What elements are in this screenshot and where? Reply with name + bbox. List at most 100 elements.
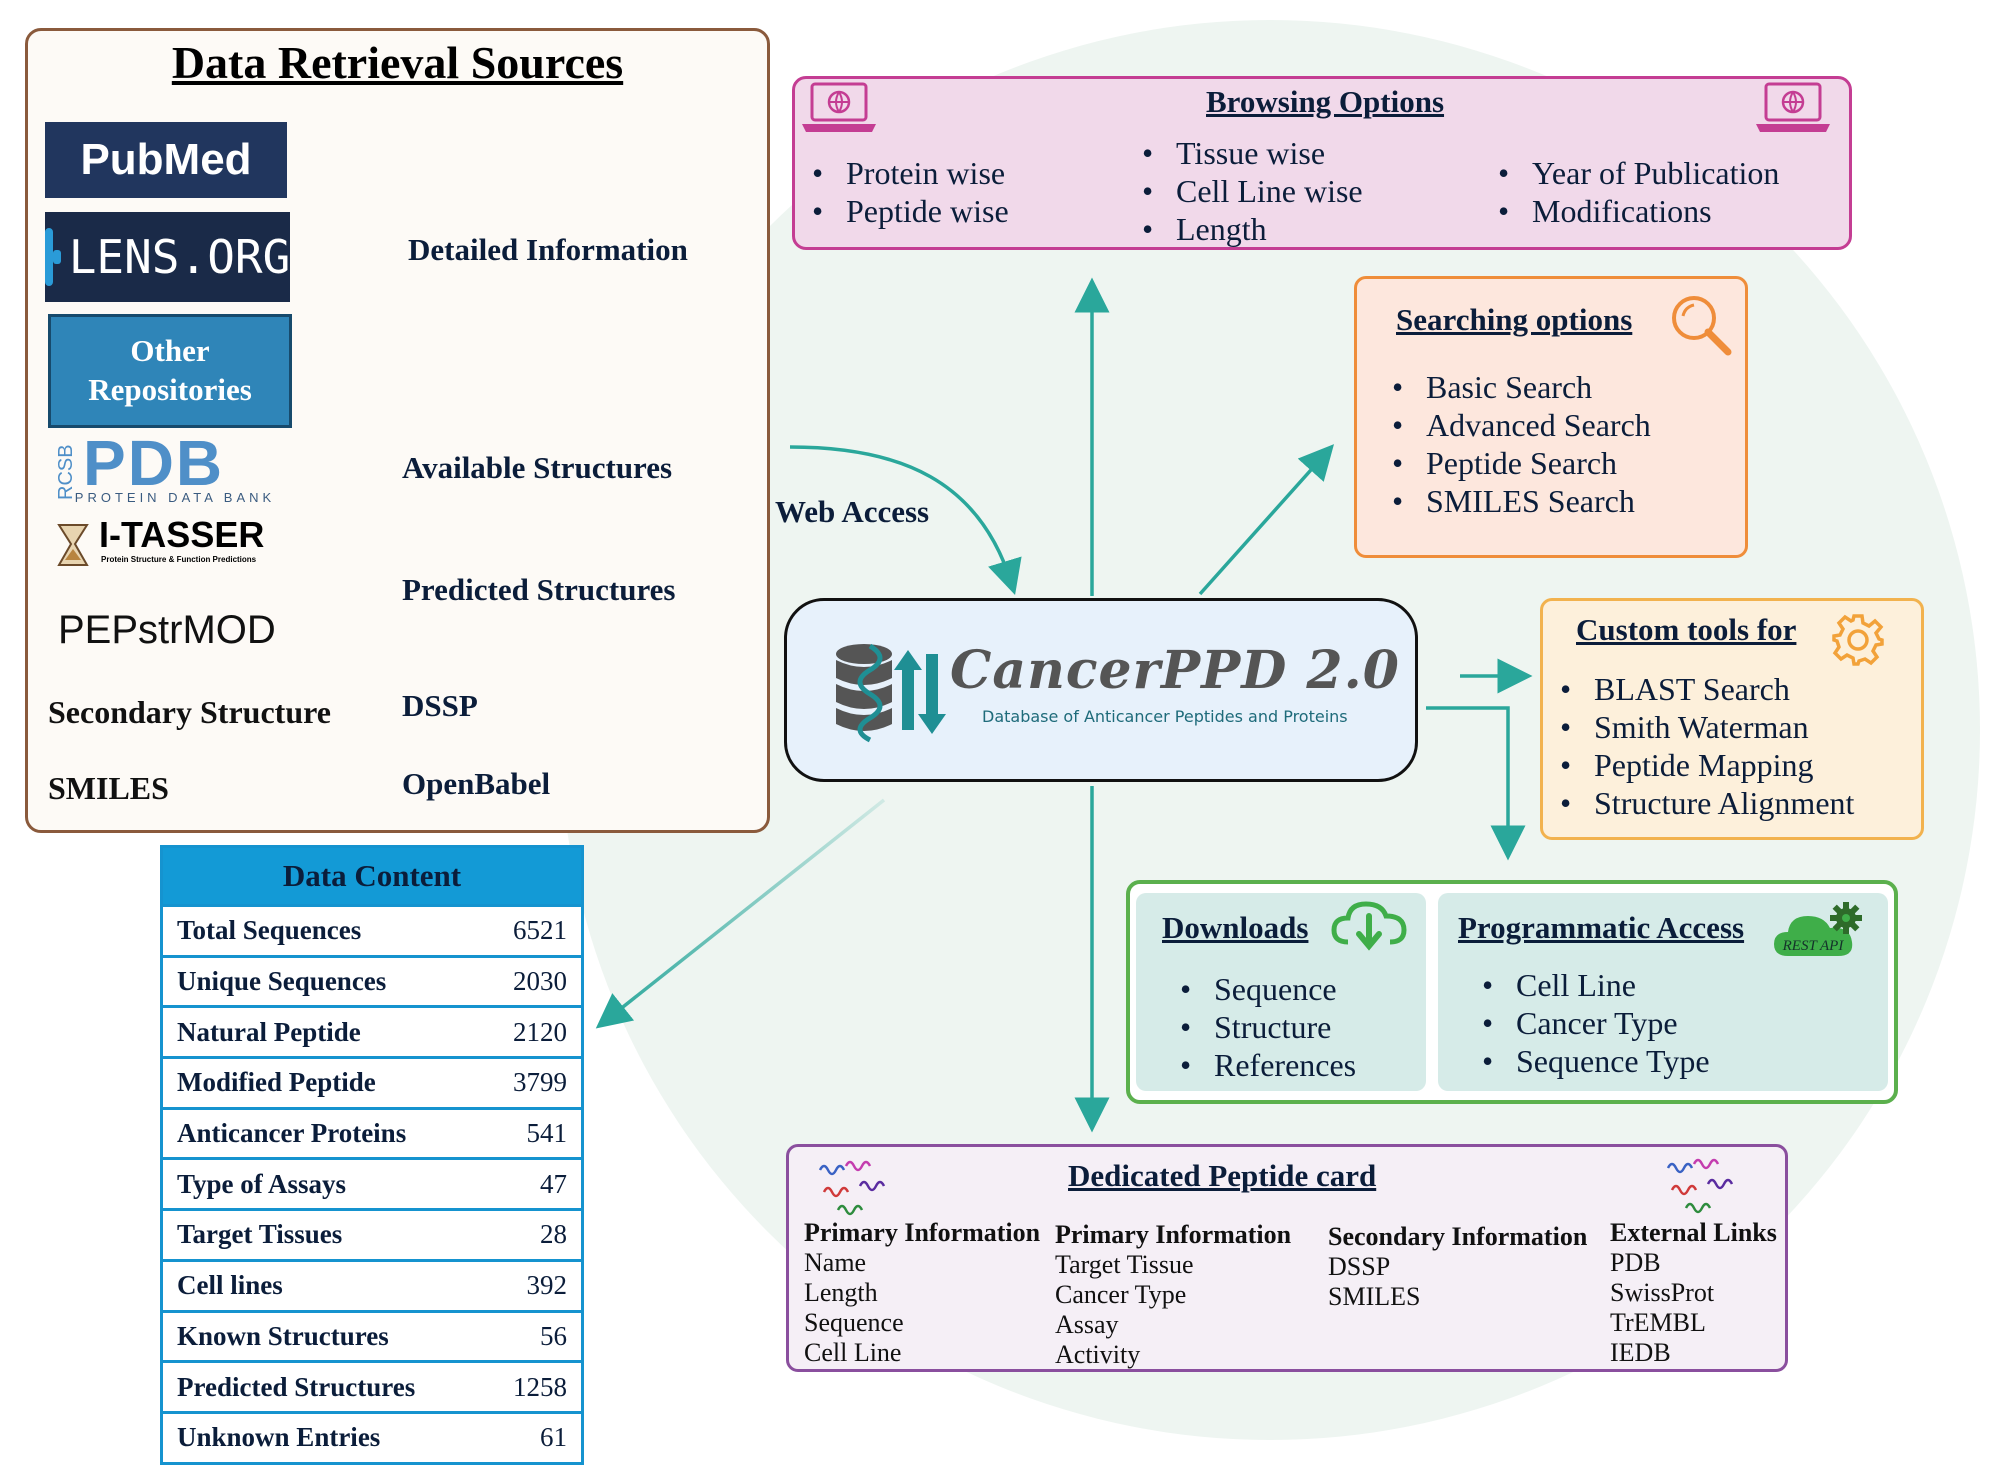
searching-options-title: Searching options — [1396, 302, 1633, 337]
list-item: Basic Search — [1392, 368, 1651, 406]
list-item: Year of Publication — [1498, 154, 1779, 192]
list-item: BLAST Search — [1560, 670, 1854, 708]
downloads-title: Downloads — [1162, 910, 1309, 945]
data-retrieval-title: Data Retrieval Sources — [171, 37, 624, 88]
peptide-structures-icon — [1666, 1158, 1734, 1214]
row-label: Target Tissues — [177, 1219, 343, 1250]
laptop-globe-icon — [1756, 82, 1830, 132]
list-item: Structure — [1180, 1008, 1356, 1046]
lens-org-logo: LENS.ORG — [44, 212, 290, 302]
row-value: 392 — [526, 1270, 568, 1301]
card-column-heading: Primary Information — [1055, 1220, 1292, 1249]
cancerppd-title: CancerPPD 2.0 — [950, 640, 1400, 701]
card-item: Activity — [1055, 1340, 1141, 1369]
card-column-heading: Primary Information — [804, 1218, 1041, 1247]
pdb-text: PDB — [83, 427, 225, 499]
other-repositories-logo: Other Repositories — [48, 314, 292, 428]
card-item: Cancer Type — [1055, 1280, 1187, 1309]
table-row: Target Tissues 28 — [163, 1208, 581, 1259]
dssp-label: DSSP — [402, 688, 478, 723]
web-access-label: Web Access — [775, 494, 930, 529]
list-item: Length — [1142, 210, 1363, 248]
rcsb-pdb-logo: RCSB PDB PROTEIN DATA BANK — [55, 427, 295, 505]
lens-icon — [44, 228, 61, 286]
list-item: Smith Waterman — [1560, 708, 1854, 746]
card-item: Target Tissue — [1055, 1250, 1194, 1279]
row-value: 2120 — [513, 1016, 567, 1047]
row-value: 47 — [540, 1168, 567, 1199]
gear-icon — [1832, 614, 1884, 666]
card-column-external-links: External Links PDB SwissProt TrEMBL IEDB — [1610, 1218, 1777, 1368]
list-item: SMILES Search — [1392, 482, 1651, 520]
card-column-primary-2: Primary Information Target Tissue Cancer… — [1055, 1220, 1291, 1370]
arrow-to-searching — [1198, 444, 1334, 596]
row-label: Type of Assays — [177, 1168, 347, 1199]
data-content-title: Data Content — [163, 848, 581, 904]
browsing-list-3: Year of Publication Modifications — [1498, 154, 1779, 230]
list-item: Peptide Mapping — [1560, 746, 1854, 784]
itasser-logo: I-TASSER Protein Structure & Function Pr… — [55, 514, 295, 572]
row-label: Unknown Entries — [177, 1422, 381, 1453]
card-item: Assay — [1055, 1310, 1119, 1339]
laptop-globe-icon — [802, 82, 876, 132]
card-item: Cell Line — [804, 1338, 902, 1367]
list-item: Tissue wise — [1142, 134, 1363, 172]
table-row: Modified Peptide 3799 — [163, 1056, 581, 1107]
arrow-web-access — [789, 445, 1022, 596]
table-row: Type of Assays 47 — [163, 1157, 581, 1208]
predicted-structures-label: Predicted Structures — [402, 572, 676, 607]
card-column-heading: External Links — [1610, 1218, 1777, 1247]
arrow-to-downloads — [1426, 706, 1526, 861]
list-item: Modifications — [1498, 192, 1779, 230]
row-label: Known Structures — [177, 1320, 389, 1351]
list-item: Advanced Search — [1392, 406, 1651, 444]
row-label: Modified Peptide — [177, 1067, 376, 1098]
row-value: 2030 — [513, 966, 567, 997]
pdb-subtitle: PROTEIN DATA BANK — [74, 490, 276, 505]
list-item: Peptide Search — [1392, 444, 1651, 482]
table-row: Known Structures 56 — [163, 1309, 581, 1361]
itasser-subtitle: Protein Structure & Function Predictions — [101, 555, 257, 564]
list-item: Sequence — [1180, 970, 1356, 1008]
detailed-information-label: Detailed Information — [408, 232, 688, 267]
row-value: 56 — [540, 1320, 567, 1351]
row-value: 1258 — [513, 1371, 567, 1402]
cloud-download-icon — [1331, 901, 1407, 951]
row-value: 28 — [540, 1219, 567, 1250]
itasser-hourglass-icon — [57, 524, 89, 566]
card-item: SwissProt — [1610, 1278, 1715, 1307]
card-item: SMILES — [1328, 1282, 1421, 1311]
card-item: Name — [804, 1248, 867, 1277]
dedicated-peptide-card-title: Dedicated Peptide card — [1068, 1158, 1377, 1193]
secondary-structure-label: Secondary Structure — [48, 694, 331, 730]
row-label: Unique Sequences — [177, 966, 387, 997]
card-item: Length — [804, 1278, 878, 1307]
list-item: Cancer Type — [1482, 1004, 1710, 1042]
list-item: Sequence Type — [1482, 1042, 1710, 1080]
row-value: 6521 — [513, 915, 567, 946]
card-item: TrEMBL — [1610, 1308, 1706, 1337]
table-row: Unique Sequences 2030 — [163, 954, 581, 1006]
card-item: DSSP — [1328, 1252, 1391, 1281]
row-value: 3799 — [513, 1067, 567, 1098]
list-item: Peptide wise — [812, 192, 1009, 230]
pepstrmod-logo: PEPstrMOD — [58, 608, 276, 652]
row-label: Anticancer Proteins — [177, 1118, 407, 1149]
card-column-heading: Secondary Information — [1328, 1222, 1588, 1251]
openbabel-label: OpenBabel — [402, 766, 551, 801]
programmatic-list: Cell Line Cancer Type Sequence Type — [1482, 966, 1710, 1080]
list-item: References — [1180, 1046, 1356, 1084]
list-item: Protein wise — [812, 154, 1009, 192]
browsing-list-2: Tissue wise Cell Line wise Length — [1142, 134, 1363, 248]
browsing-list-1: Protein wise Peptide wise — [812, 154, 1009, 230]
list-item: Cell Line — [1482, 966, 1710, 1004]
list-item: Cell Line wise — [1142, 172, 1363, 210]
searching-list: Basic Search Advanced Search Peptide Sea… — [1392, 368, 1651, 520]
itasser-text: I-TASSER — [99, 514, 265, 555]
smiles-label: SMILES — [48, 770, 169, 806]
cancerppd-subtitle: Database of Anticancer Peptides and Prot… — [982, 707, 1348, 726]
